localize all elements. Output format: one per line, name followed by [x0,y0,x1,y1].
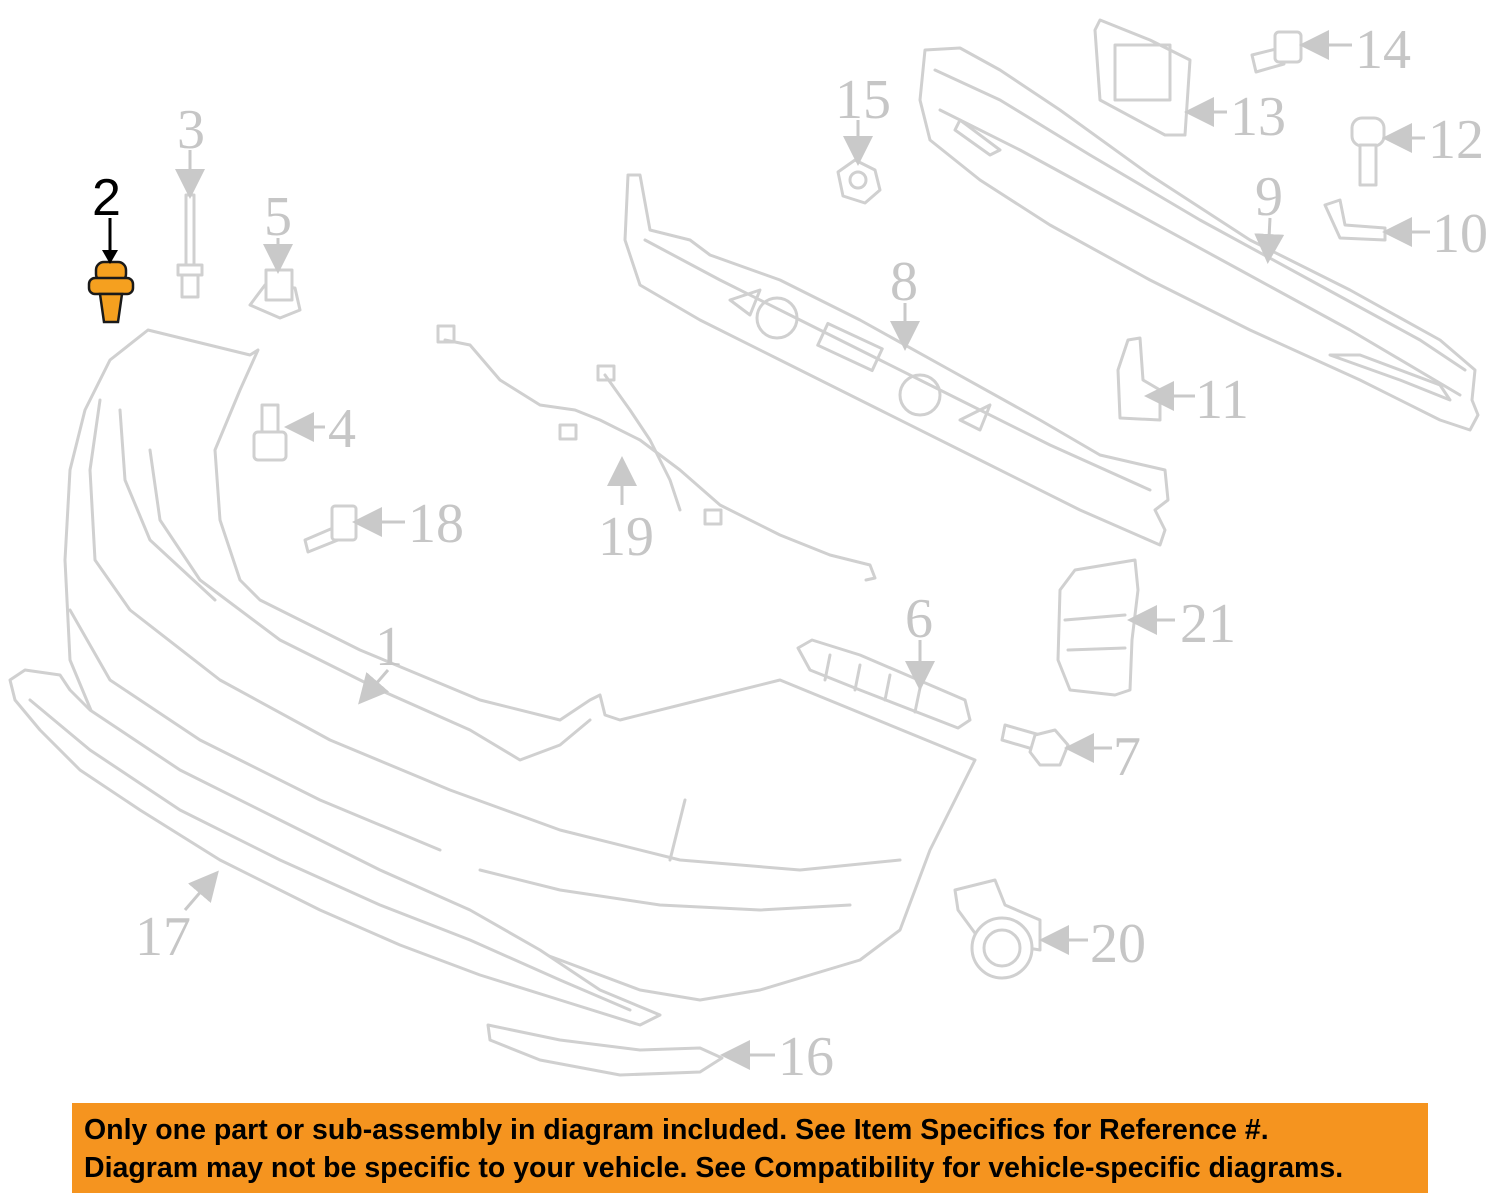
clip-part-10 [1323,198,1387,242]
bolt-part-14 [1250,30,1303,74]
screw-part-12 [1350,116,1386,187]
callout-11: 11 [1195,369,1249,431]
callout-6: 6 [905,588,933,650]
callout-8: 8 [890,251,918,313]
disclaimer-line-1: Only one part or sub-assembly in diagram… [84,1114,1269,1146]
callout-7: 7 [1113,726,1141,788]
wiring-harness-part-19 [436,324,877,582]
callout-21: 21 [1180,593,1236,655]
callout-5: 5 [264,186,292,248]
callout-20: 20 [1090,913,1146,975]
side-bracket-part-21 [1056,558,1140,697]
lower-valance-part-17 [8,668,662,1027]
energy-absorber-part-8 [623,173,1170,547]
callout-14: 14 [1355,19,1411,81]
callout-3: 3 [177,99,205,161]
callout-12: 12 [1428,109,1484,171]
reinforcement-bar-part-9 [918,46,1480,432]
callout-4: 4 [328,398,356,460]
parking-sensor-part-20 [953,878,1042,980]
pin-part-3 [176,193,204,299]
nut-part-15 [836,158,882,205]
bracket-part-11 [1116,336,1162,422]
push-clip-part-2 [87,260,135,324]
callout-17: 17 [135,906,191,968]
bracket-part-13 [1093,18,1192,137]
disclaimer-banner: Only one part or sub-assembly in diagram… [72,1103,1428,1193]
callout-1: 1 [375,616,403,678]
screw-part-18 [303,504,358,554]
trim-strip-part-16 [486,1023,724,1077]
bolt-part-4 [252,403,288,462]
callout-labels: 2 1 3 4 5 6 7 8 9 10 11 12 13 14 15 16 1… [92,19,1488,1088]
callout-15: 15 [835,69,891,131]
disclaimer-line-2: Diagram may not be specific to your vehi… [84,1152,1344,1184]
bolt-part-7 [1000,723,1070,767]
leader-lines [102,30,1430,1070]
callout-18: 18 [408,493,464,555]
side-bracket-part-6 [796,638,972,730]
nut-part-5 [248,268,302,320]
callout-16: 16 [778,1026,834,1088]
callout-13: 13 [1230,86,1286,148]
callout-9: 9 [1255,166,1283,228]
callout-2: 2 [92,169,121,227]
callout-10: 10 [1432,203,1488,265]
callout-19: 19 [598,506,654,568]
